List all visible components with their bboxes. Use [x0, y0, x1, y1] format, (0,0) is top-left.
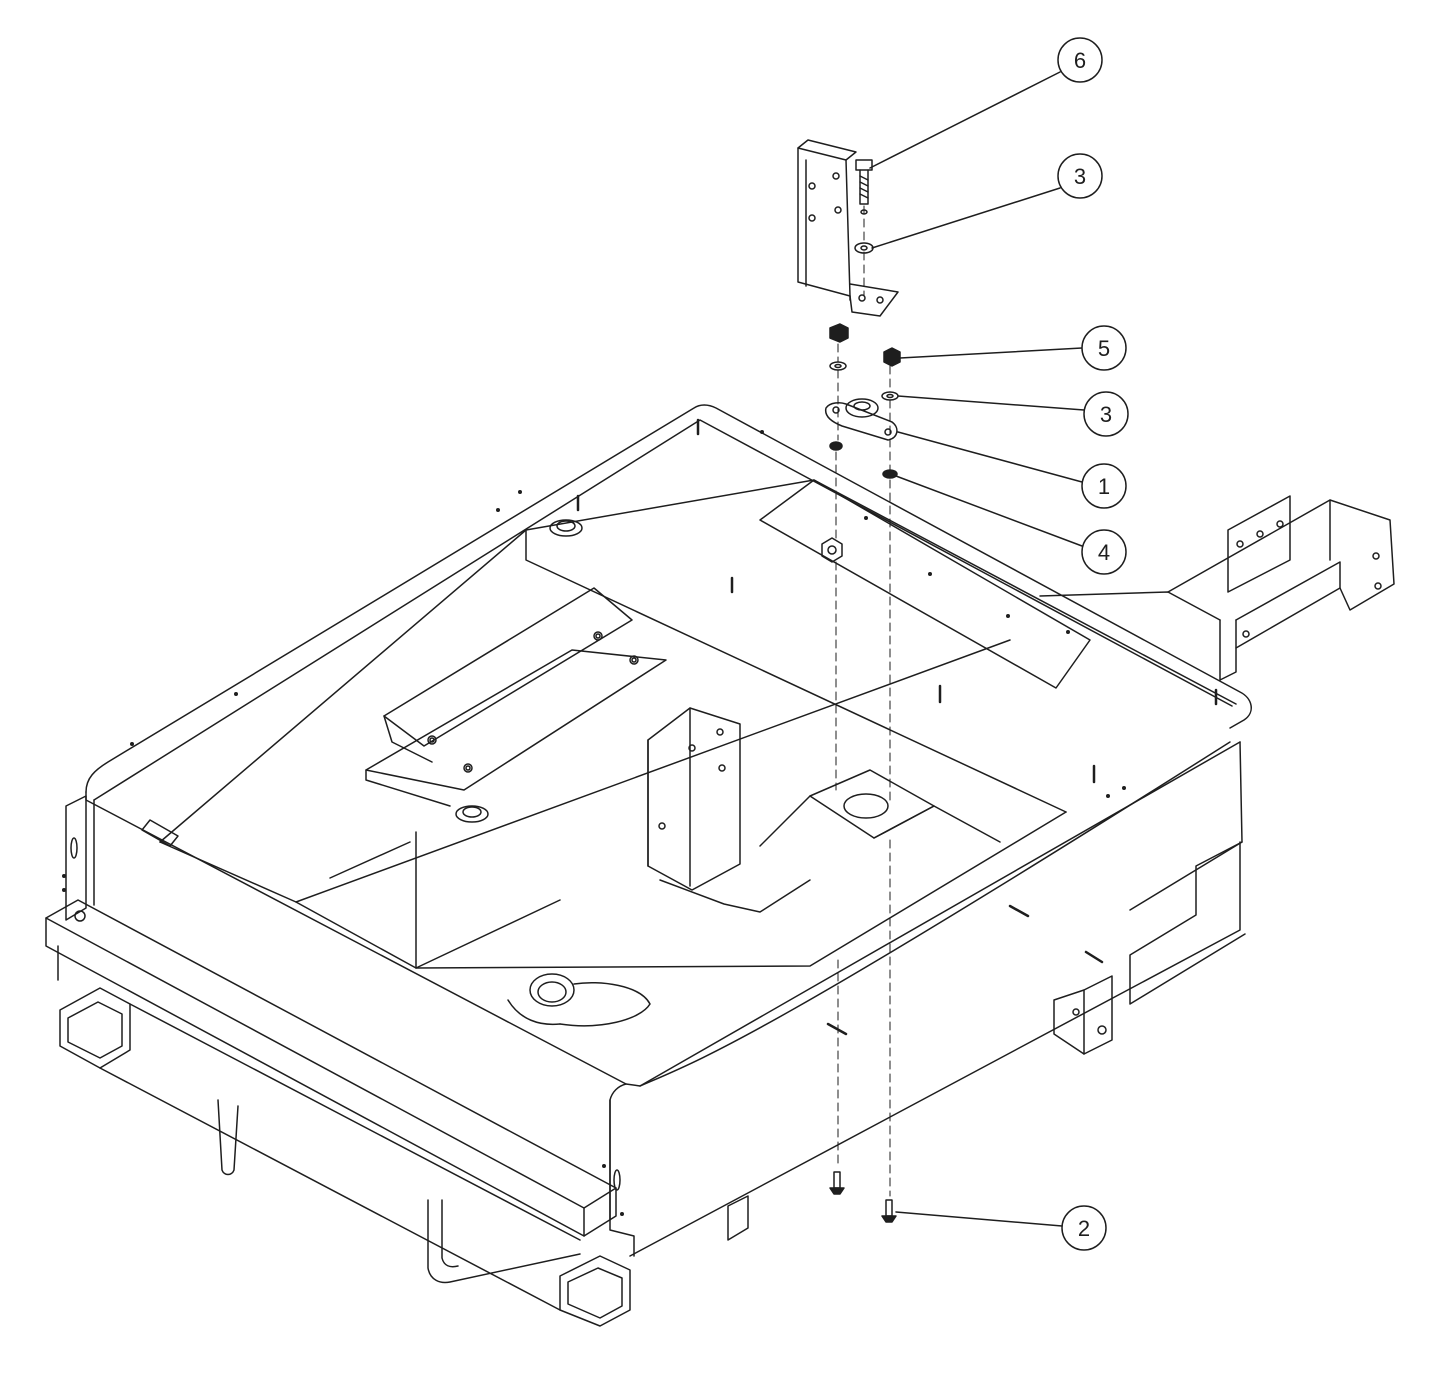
lower-bracket-center — [727, 1195, 749, 1241]
lower-rails — [59, 975, 1113, 1327]
front-tube-hole — [74, 910, 86, 922]
callout-3-lower: 3 — [1083, 391, 1129, 437]
frame-assembly — [65, 404, 1252, 1257]
frame-front-lip-2 — [639, 741, 1231, 1087]
rear-tongue — [1039, 495, 1395, 681]
callout-5-label: 5 — [1098, 336, 1110, 361]
upper-mount-bracket — [797, 139, 899, 317]
callout-bubbles: 6 3 5 3 1 4 2 — [1057, 37, 1129, 1251]
frame-right-side-notch — [1129, 841, 1246, 1005]
callout-1-label: 1 — [1098, 474, 1110, 499]
washer-part-4 — [882, 469, 898, 479]
leader-6 — [869, 71, 1061, 169]
front-cross-tube — [45, 899, 617, 1237]
hinge-brackets — [365, 587, 667, 807]
assembly-center-lines — [835, 205, 891, 1197]
callout-1: 1 — [1081, 463, 1127, 509]
callout-3-upper-label: 3 — [1074, 164, 1086, 189]
leader-5 — [899, 347, 1083, 359]
callout-3-upper: 3 — [1057, 153, 1103, 199]
leader-3-lower — [897, 395, 1085, 411]
rear-hitch-pin — [217, 1099, 239, 1176]
isolator-mount-part-1 — [824, 398, 898, 441]
fittings — [141, 519, 651, 1027]
leader-lines — [869, 71, 1085, 1227]
center-plate-hole — [843, 793, 889, 819]
frame-front-panel — [609, 1099, 635, 1257]
center-mount-bracket — [647, 707, 811, 913]
floor-studs — [576, 418, 1218, 1036]
bottom-bolt-left — [829, 1171, 845, 1195]
frame-hex-nut — [821, 537, 843, 563]
callout-5: 5 — [1081, 325, 1127, 371]
washer-part-3-lower — [881, 391, 899, 401]
bolt-part-6 — [855, 159, 873, 205]
leader-2 — [895, 1211, 1063, 1227]
callout-4-label: 4 — [1098, 540, 1110, 565]
frame-right-side-bottom — [629, 841, 1241, 1257]
frame-right-side — [1129, 741, 1243, 911]
callout-2: 2 — [1061, 1205, 1107, 1251]
filler-neck — [529, 973, 575, 1007]
callout-6-label: 6 — [1074, 48, 1086, 73]
frame-front-slot — [613, 1169, 621, 1191]
callout-4: 4 — [1081, 529, 1127, 575]
frame-rim-inner — [93, 419, 1233, 801]
frame-left-end — [65, 795, 87, 921]
leader-4 — [895, 475, 1083, 547]
nut-washer-left — [829, 323, 849, 451]
leader-3-upper — [871, 187, 1061, 249]
center-mount-plate — [759, 769, 1001, 847]
nut-part-5 — [883, 347, 901, 367]
callout-6: 6 — [1057, 37, 1103, 83]
leader-1 — [897, 431, 1083, 483]
callout-2-label: 2 — [1078, 1216, 1090, 1241]
lower-bracket-right — [1083, 975, 1113, 1055]
callout-3-lower-label: 3 — [1100, 402, 1112, 427]
bottom-bolt-part-2 — [881, 1199, 897, 1223]
frame-top-rim — [85, 404, 1252, 793]
rim-holes — [62, 430, 1126, 1216]
frame-left-side — [85, 741, 1241, 1087]
drain-plug-left — [141, 819, 179, 847]
frame-left-slot — [70, 837, 78, 859]
inner-partitions — [159, 479, 1237, 969]
frame-front-lip — [609, 1083, 627, 1221]
lower-hitch-bar — [427, 1199, 581, 1284]
